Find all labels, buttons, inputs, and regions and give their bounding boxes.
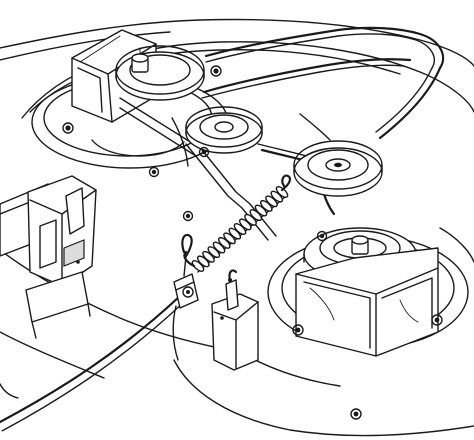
tension-spring [183, 174, 292, 273]
cable-anchor-bracket [211, 269, 259, 371]
mounting-bolts [182, 210, 362, 420]
right-spindle-assembly [267, 227, 469, 357]
drive-belt [201, 26, 445, 216]
idler-assembly [119, 97, 277, 241]
control-cable [0, 233, 199, 433]
right-idler-pulley [293, 140, 383, 197]
left-deck-bracket [0, 175, 97, 339]
left-spindle-assembly [31, 29, 229, 178]
